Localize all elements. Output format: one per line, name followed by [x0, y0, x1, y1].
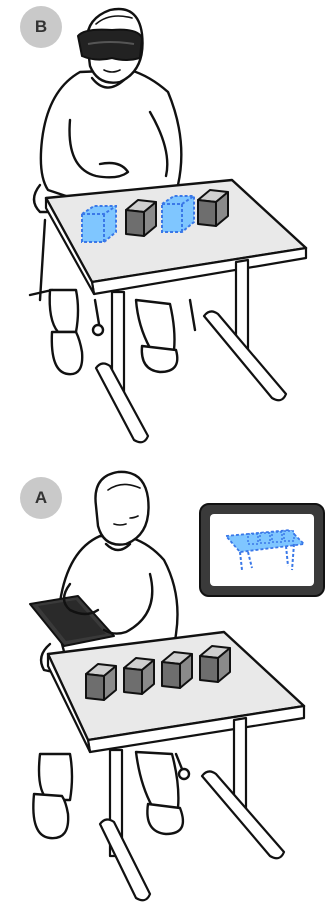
- physical-block-1: [126, 200, 156, 236]
- person-leg-left: [39, 754, 72, 800]
- panel-a-tablet-condition: A: [0, 454, 327, 909]
- physical-block-4: [200, 646, 230, 682]
- person-shoe-right: [142, 346, 177, 372]
- tablet-display-inset: [200, 504, 324, 596]
- person-leg-left: [50, 290, 78, 332]
- physical-block-1: [86, 664, 116, 700]
- person-shoe-left: [52, 332, 82, 374]
- mixed-reality-headset-icon: [78, 30, 142, 60]
- table-foot-left: [100, 819, 150, 900]
- physical-block-2: [198, 190, 228, 226]
- physical-block-2: [124, 658, 154, 694]
- person-shoe-right: [147, 804, 183, 834]
- chair-wheel: [179, 769, 189, 779]
- virtual-block-2: [162, 196, 194, 232]
- panel-b-headset-condition: B: [0, 0, 327, 454]
- panel-a-scene: [0, 454, 327, 909]
- person-leg-right: [136, 300, 175, 350]
- person-shoe-left: [33, 794, 68, 838]
- physical-block-3: [162, 652, 192, 688]
- person-head: [95, 472, 148, 545]
- panel-b-scene: [0, 0, 327, 454]
- person-leg-right: [136, 752, 178, 808]
- chair-wheel: [93, 325, 103, 335]
